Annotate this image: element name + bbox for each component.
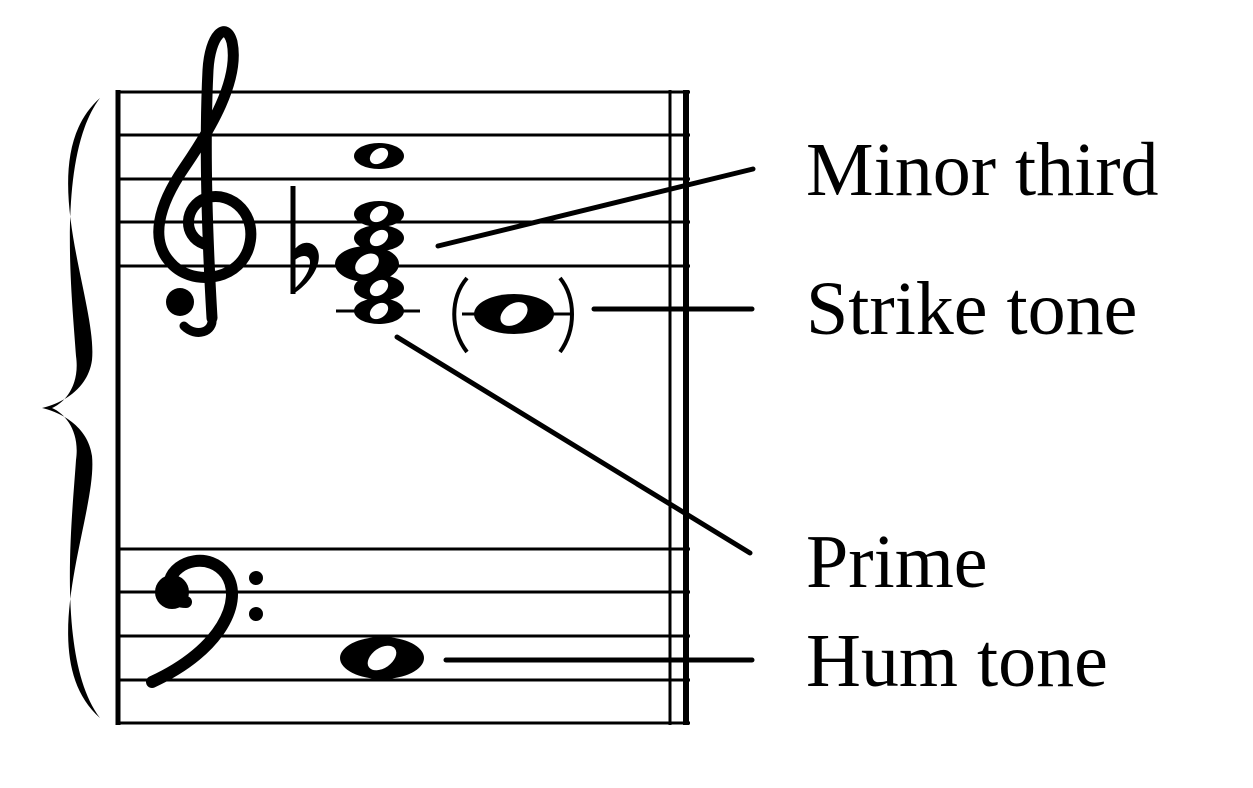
- note-top: [354, 143, 404, 169]
- label-prime: Prime: [806, 520, 988, 604]
- leader-prime: [394, 334, 753, 556]
- leader-minor-third: [435, 166, 756, 249]
- bass-clef-icon: [146, 554, 263, 688]
- note-upper: [354, 201, 404, 227]
- label-minor-third: Minor third: [806, 128, 1159, 212]
- flat-icon: [290, 186, 319, 294]
- treble-clef-icon: [153, 26, 257, 337]
- note-minor-third: [335, 246, 399, 282]
- note-g: [354, 275, 404, 301]
- label-strike-tone: Strike tone: [806, 267, 1137, 351]
- brace-icon: [42, 98, 100, 718]
- strike-tone-note: [452, 276, 574, 354]
- treble-notes: [335, 143, 420, 324]
- bass-staff: [118, 547, 690, 725]
- note-prime: [354, 298, 404, 324]
- note-middle: [354, 225, 404, 251]
- label-hum-tone: Hum tone: [806, 619, 1108, 703]
- leader-lines: [394, 166, 756, 663]
- hum-tone-note: [340, 637, 424, 679]
